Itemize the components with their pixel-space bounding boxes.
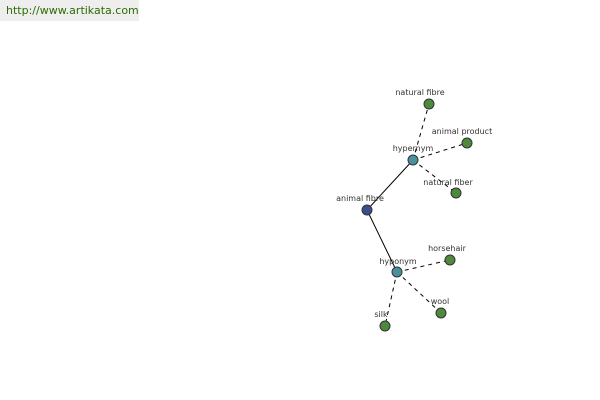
term-node-dot[interactable] <box>444 254 456 266</box>
edge-center-hyponym <box>366 209 398 273</box>
term-node-label[interactable]: silk <box>374 310 388 319</box>
term-node-dot[interactable] <box>423 98 435 110</box>
term-node-label[interactable]: horsehair <box>428 244 467 253</box>
term-node-dot[interactable] <box>450 187 462 199</box>
node-natural-fiber[interactable]: natural fiber <box>423 178 473 199</box>
node-horsehair[interactable]: horsehair <box>428 244 467 266</box>
term-node-dot[interactable] <box>461 137 473 149</box>
term-node-dot[interactable] <box>435 307 447 319</box>
edge-hypernym-natural-fibre <box>412 103 430 161</box>
term-node-label[interactable]: wool <box>431 297 450 306</box>
edge-center-hypernym <box>366 159 414 211</box>
node-natural-fibre[interactable]: natural fibre <box>395 88 445 110</box>
relation-node-label[interactable]: hypernym <box>393 144 434 153</box>
edge-hyponym-silk <box>384 271 398 327</box>
center-node-label[interactable]: animal fibre <box>336 194 384 203</box>
term-node-dot[interactable] <box>379 320 391 332</box>
artikata-site-link[interactable]: http://www.artikata.com <box>0 0 139 21</box>
term-node-label[interactable]: natural fiber <box>423 178 473 187</box>
edge-hyponym-horsehair <box>396 259 451 273</box>
center-node-dot[interactable] <box>361 204 373 216</box>
edges-layer <box>366 103 468 327</box>
edge-hypernym-natural-fiber <box>412 159 457 194</box>
node-center[interactable]: animal fibre <box>336 194 384 216</box>
node-animal-product[interactable]: animal product <box>432 127 492 149</box>
relation-node-dot[interactable] <box>391 266 403 278</box>
relation-node-dot[interactable] <box>407 154 419 166</box>
edge-hyponym-wool <box>396 271 442 314</box>
node-hyponym[interactable]: hyponym <box>379 257 417 278</box>
relation-node-label[interactable]: hyponym <box>379 257 417 266</box>
node-hypernym[interactable]: hypernym <box>393 144 434 166</box>
node-wool[interactable]: wool <box>431 297 450 319</box>
term-node-label[interactable]: natural fibre <box>395 88 444 97</box>
edge-hypernym-animal-product <box>412 142 468 161</box>
node-silk[interactable]: silk <box>374 310 391 332</box>
term-node-label[interactable]: animal product <box>432 127 492 136</box>
